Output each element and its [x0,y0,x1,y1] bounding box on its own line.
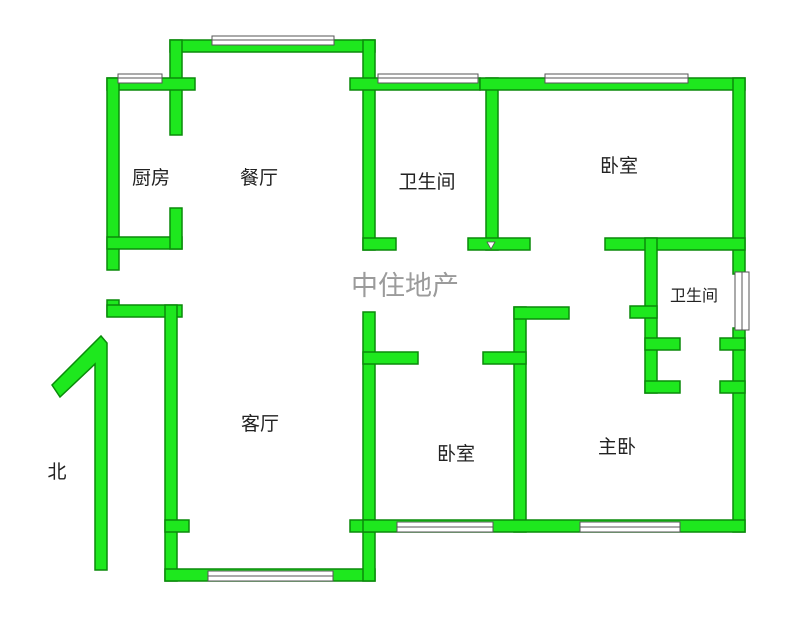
room-label-dining: 餐厅 [240,167,278,189]
door-marker-icon [486,241,496,250]
wall-bedroom-bottom-top-right [482,351,527,365]
wall-bath-right-bottom [644,380,681,394]
room-label-master-bedroom: 主卧 [598,436,636,458]
wall-bath-bedroom [485,77,499,251]
room-label-bedroom-bottom: 卧室 [437,443,475,465]
room-label-living: 客厅 [241,413,279,435]
wall-kitchen-left [106,77,120,271]
walls [106,39,746,582]
wall-bath-bottom-left [362,237,397,251]
wall-kitchen-partition [169,207,183,250]
wall-right-stub-a [719,337,746,351]
wall-bedroom-bottom-top-left [362,351,419,365]
wall-right-stub-b [719,380,746,394]
wall-bath-bottom-right [467,237,531,251]
windows [117,35,750,582]
wall-master-left [513,306,527,533]
wall-bath-right-stub [629,305,658,319]
north-label: 北 [47,461,66,483]
room-label-bedroom-top: 卧室 [600,155,638,177]
room-label-bathroom-top: 卫生间 [398,171,455,193]
wall-spine-upper [362,39,376,251]
wall-living-left [164,304,178,582]
wall-spine-lower [362,311,376,582]
wall-bedroom-top-bottom [604,237,746,251]
wall-right-lower [732,327,746,533]
room-label-bathroom-right: 卫生间 [670,286,718,305]
wall-living-left-stub [164,519,190,533]
room-label-kitchen: 厨房 [132,167,170,189]
watermark-text: 中住地产 [351,271,459,302]
wall-bath-right-mid [644,337,681,351]
wall-master-top [513,306,570,320]
wall-living-topleft [106,304,183,318]
north-arrow-icon [51,334,108,571]
